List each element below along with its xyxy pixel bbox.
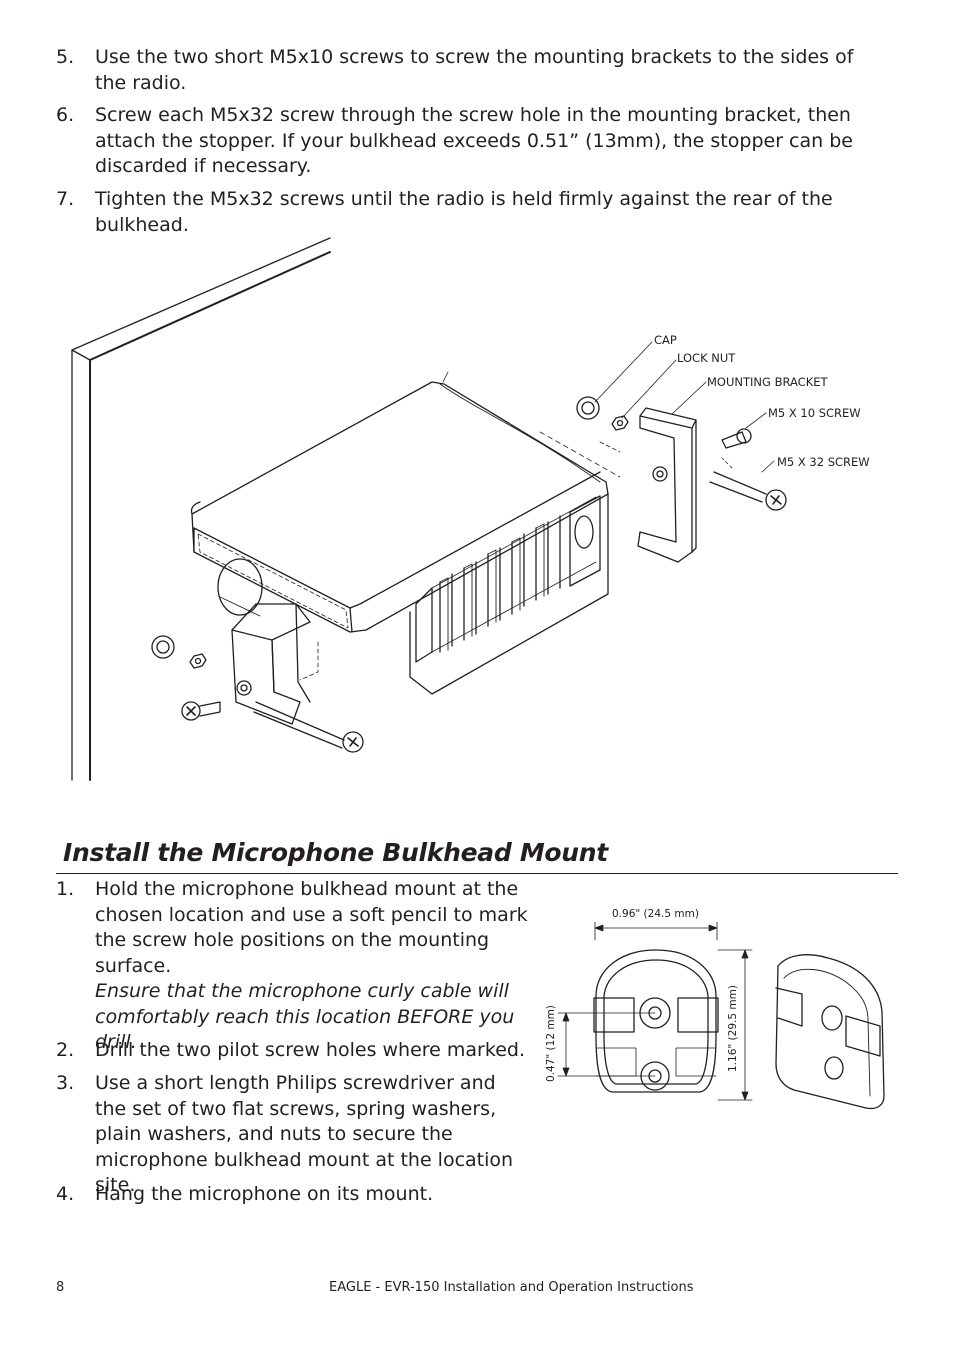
left-cap-and-nut [151,635,207,669]
mic-step-3: 3. Use a short length Philips screwdrive… [56,1071,526,1199]
mic-step-2: 2. Drill the two pilot screw holes where… [56,1038,536,1064]
bulkhead-mount-diagram: CAP LOCK NUT MOUNTING BRACKET M5 X 10 SC… [71,237,870,781]
label-m5x32-screw: M5 X 32 SCREW [777,455,870,469]
right-m5x10-screw [721,428,752,449]
mount-perspective-view [775,954,885,1110]
mount-front-view [593,949,719,1093]
step-number: 4. [56,1183,75,1205]
left-m5x10-screw [181,701,221,721]
callout-leaders [594,341,775,473]
label-cap: CAP [654,333,677,347]
radio-body [190,371,621,695]
step-7: 7. Tighten the M5x32 screws until the ra… [56,187,906,238]
width-dimension-label: 0.96" (24.5 mm) [612,908,699,920]
left-m5x32-screw [253,701,364,753]
step-number: 7. [56,188,75,210]
mic-step-4: 4. Hang the microphone on its mount. [56,1182,536,1208]
right-m5x32-screw [709,457,787,511]
step-number: 6. [56,104,75,126]
right-mounting-bracket [599,407,697,563]
section-title: Install the Microphone Bulkhead Mount [63,838,608,867]
step-5: 5. Use the two short M5x10 screws to scr… [56,45,886,96]
footer-doc-title: EAGLE - EVR-150 Installation and Operati… [329,1280,694,1295]
left-mounting-bracket [231,603,319,725]
height-dimension-label: 1.16" (29.5 mm) [727,985,739,1072]
step-text: Screw each M5x32 screw through the screw… [95,104,853,177]
label-mounting-bracket: MOUNTING BRACKET [707,375,828,389]
step-number: 5. [56,46,75,68]
step-text: Use a short length Philips screwdriver a… [95,1072,514,1196]
spacing-dimension [557,1012,656,1077]
step-text: Hold the microphone bulkhead mount at th… [95,878,528,977]
label-m5x10-screw: M5 X 10 SCREW [768,406,861,420]
page-number: 8 [56,1280,65,1295]
mic-mount-diagram: 0.96" (24.5 mm) 0.47" (12 mm) 1.16" (29.… [545,908,885,1110]
bulkhead-panel [71,237,331,781]
step-6: 6. Screw each M5x32 screw through the sc… [56,103,886,180]
step-number: 3. [56,1072,75,1094]
step-text: Hang the microphone on its mount. [95,1183,434,1205]
height-dimension [717,949,753,1101]
step-number: 1. [56,878,75,900]
label-lock-nut: LOCK NUT [677,351,736,365]
section-divider [56,873,898,874]
width-dimension [594,921,718,941]
step-text: Drill the two pilot screw holes where ma… [95,1039,525,1061]
spacing-dimension-label: 0.47" (12 mm) [545,1005,557,1082]
step-text: Use the two short M5x10 screws to screw … [95,46,854,94]
right-cap-and-nut [576,396,629,431]
mic-step-1: 1. Hold the microphone bulkhead mount at… [56,877,536,1056]
step-text: Tighten the M5x32 screws until the radio… [95,188,833,236]
step-note: Ensure that the microphone curly cable w… [95,980,515,1053]
step-number: 2. [56,1039,75,1061]
